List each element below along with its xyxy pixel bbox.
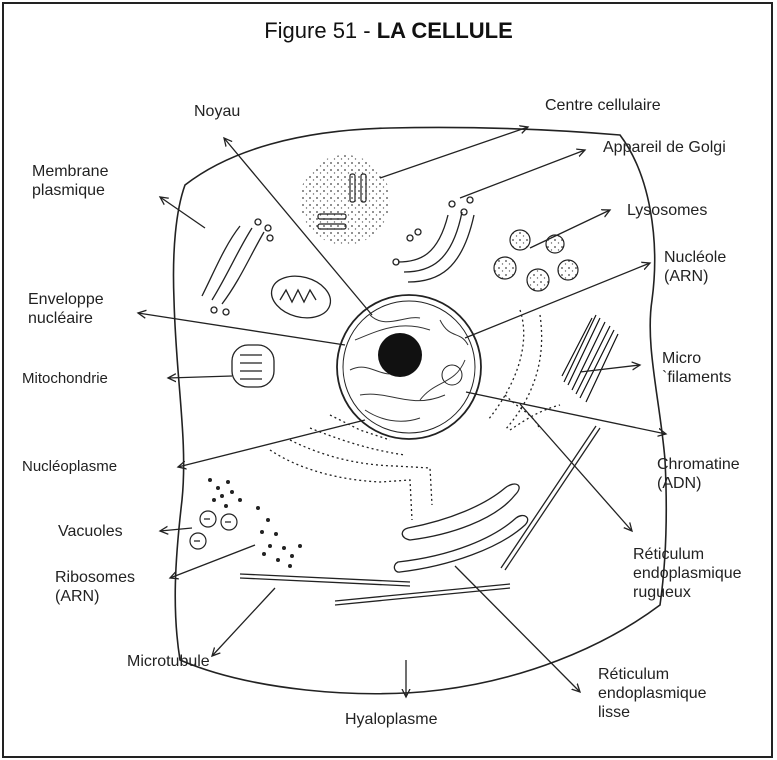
microfilaments xyxy=(562,315,618,402)
label-mitochondrie: Mitochondrie xyxy=(22,369,108,388)
label-reticulum-rugueux: Réticulum endoplasmique rugueux xyxy=(633,545,742,602)
label-centre-cellulaire: Centre cellulaire xyxy=(545,96,661,115)
lysosomes xyxy=(494,230,578,291)
label-appareil-golgi: Appareil de Golgi xyxy=(603,138,726,157)
label-lysosomes: Lysosomes xyxy=(627,201,707,220)
microtubules xyxy=(240,426,600,605)
label-microtubule: Microtubule xyxy=(127,652,210,671)
label-vacuoles: Vacuoles xyxy=(58,522,123,541)
label-hyaloplasme: Hyaloplasme xyxy=(345,710,437,729)
mitochondrion-left xyxy=(232,345,274,387)
ribosomes xyxy=(208,478,302,568)
label-enveloppe-nucleaire: Enveloppe nucléaire xyxy=(28,290,104,328)
golgi-apparatus xyxy=(393,197,474,282)
mitochondrion-top xyxy=(267,270,335,324)
nucleus xyxy=(337,295,481,439)
centrosome xyxy=(300,155,390,245)
label-reticulum-lisse: Réticulum endoplasmique lisse xyxy=(598,665,707,722)
label-microfilaments: Micro `filaments xyxy=(662,349,731,387)
vacuoles xyxy=(190,511,237,549)
label-ribosomes: Ribosomes (ARN) xyxy=(55,568,135,606)
label-nucleoplasme: Nucléoplasme xyxy=(22,457,117,476)
label-chromatine: Chromatine (ADN) xyxy=(657,455,740,493)
label-nucleole: Nucléole (ARN) xyxy=(664,248,726,286)
golgi-left xyxy=(202,219,273,315)
label-membrane-plasmique: Membrane plasmique xyxy=(32,162,108,200)
label-noyau: Noyau xyxy=(194,102,240,121)
nucleolus xyxy=(378,333,422,377)
rough-er-right xyxy=(488,310,560,430)
